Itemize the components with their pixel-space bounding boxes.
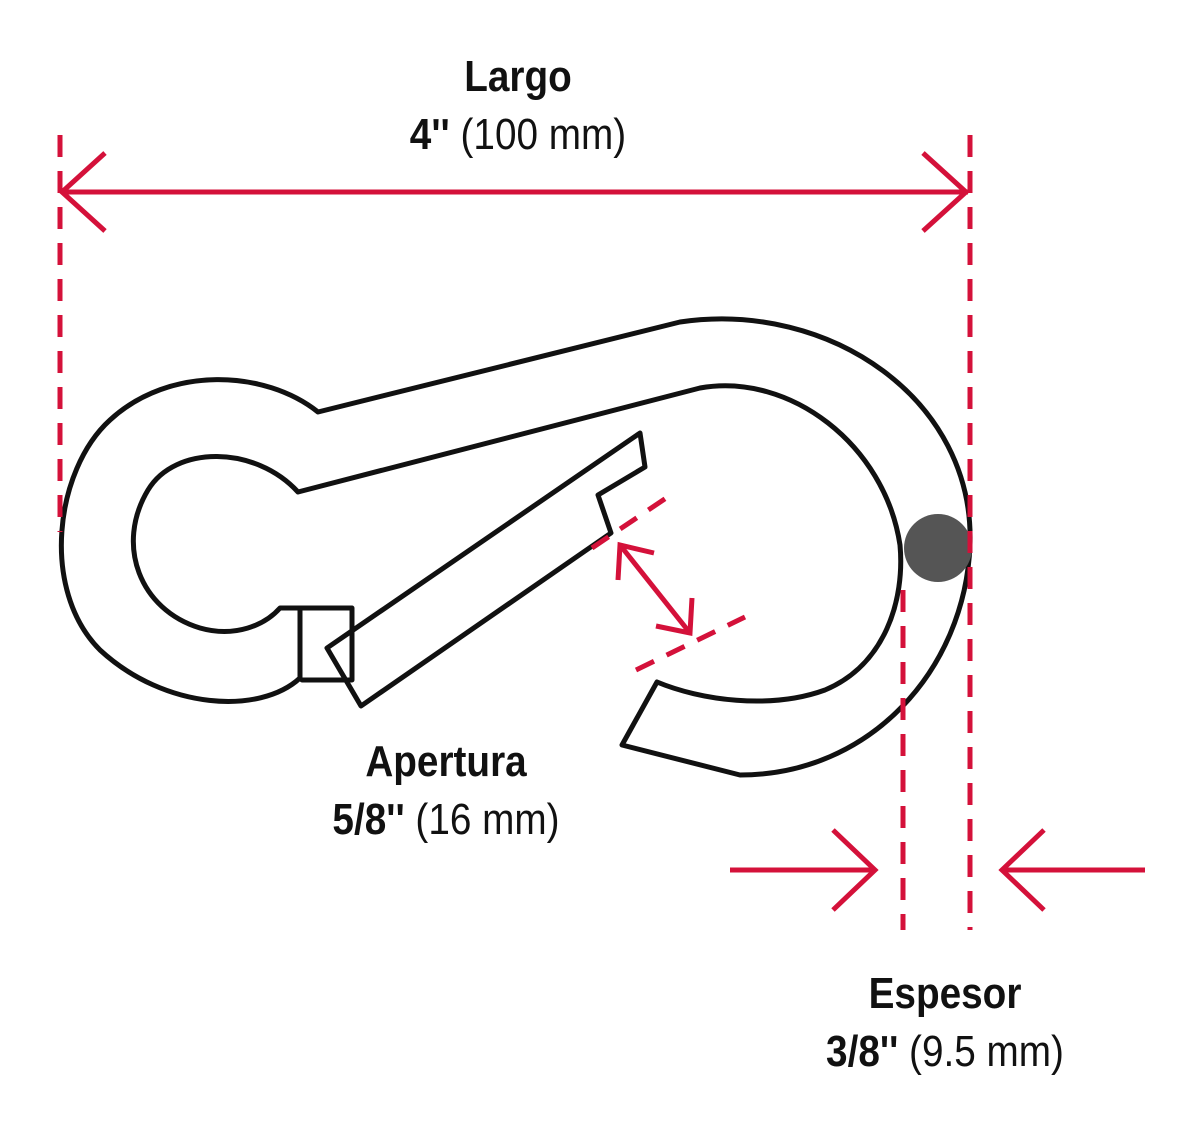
espesor-label: Espesor 3/8'' (9.5 mm) [745, 972, 1145, 1074]
apertura-extension-top [590, 489, 677, 551]
spring-gate [324, 430, 648, 709]
espesor-arrowhead-left [831, 828, 879, 912]
hinge-block [295, 605, 355, 683]
apertura-arrowhead-top [615, 541, 655, 581]
apertura-arrow-line [618, 543, 692, 635]
apertura-value: 5/8'' (16 mm) [270, 798, 622, 842]
apertura-imperial: 5/8'' [332, 795, 405, 844]
espesor-name: Espesor [868, 969, 1022, 1018]
carabiner-body [58, 316, 973, 778]
espesor-value: 3/8'' (9.5 mm) [769, 1030, 1121, 1074]
largo-value: 4'' (100 mm) [342, 113, 694, 157]
espesor-imperial: 3/8'' [826, 1027, 899, 1076]
nose-pin [904, 514, 972, 582]
apertura-arrowhead-bottom [655, 597, 695, 637]
carabiner-drawing [58, 316, 973, 778]
apertura-name: Apertura [365, 737, 527, 786]
largo-metric: (100 mm) [460, 110, 627, 159]
espesor-arrowhead-right [998, 828, 1046, 912]
largo-arrowhead-right [921, 151, 970, 233]
apertura-label: Apertura 5/8'' (16 mm) [246, 740, 646, 842]
espesor-metric: (9.5 mm) [909, 1027, 1064, 1076]
apertura-metric: (16 mm) [415, 795, 560, 844]
largo-label: Largo 4'' (100 mm) [318, 55, 718, 157]
largo-name: Largo [464, 52, 572, 101]
largo-arrowhead-left [58, 151, 107, 233]
largo-imperial: 4'' [409, 110, 450, 159]
dimension-lines [57, 135, 1145, 930]
